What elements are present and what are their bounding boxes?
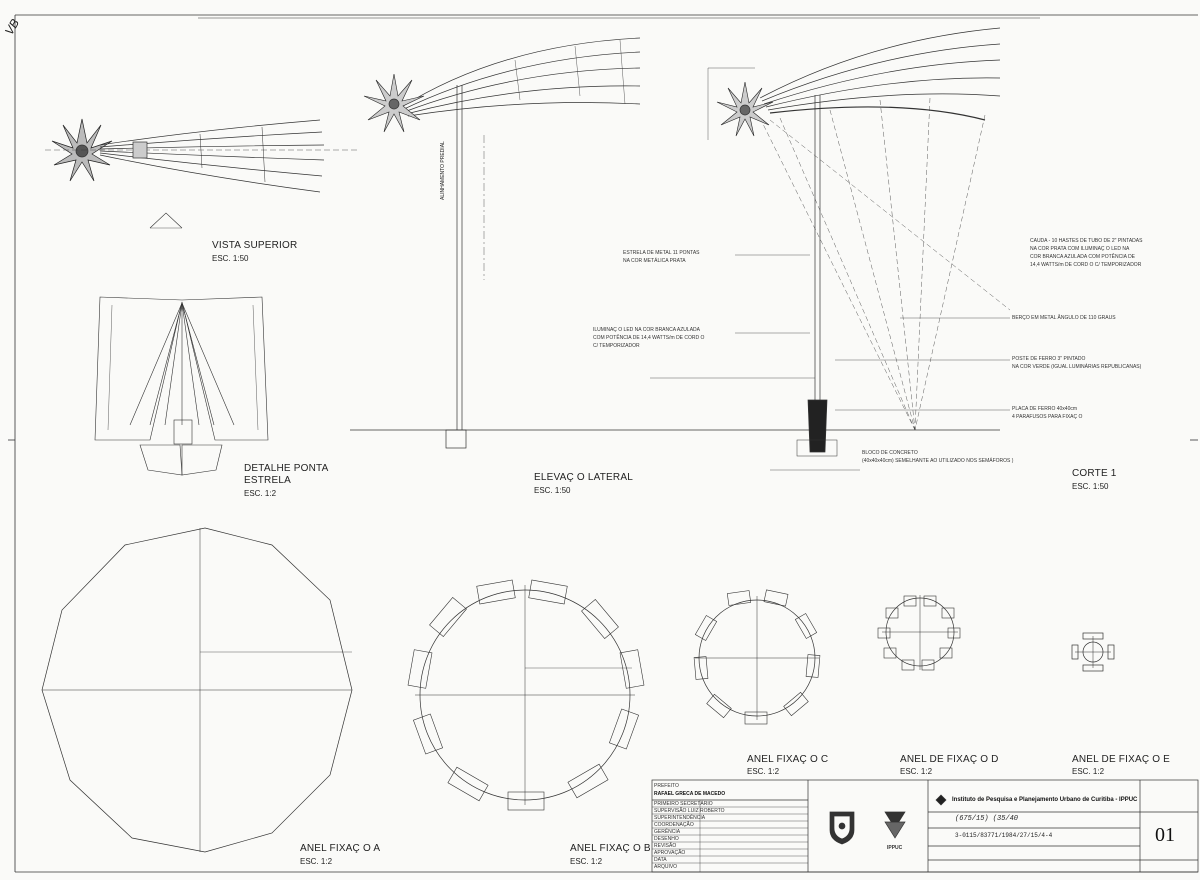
note-block-line2: (40x40x40cm) SEMELHANTE AO UTILIZADO NOS… [862,458,1014,464]
ring-b-title: ANEL FIXAÇ O B [570,843,651,854]
top-view-title: VISTA SUPERIOR [212,240,298,251]
title-block-row-2: SUPERVISÃO LUIZ ROBERTO [654,808,725,814]
drawing-code-handwritten: (675/15) (35/40 [955,815,1019,823]
ring-e-scale: ESC. 1:2 [1072,767,1105,776]
title-block-author-label: PREFEITO [654,783,679,789]
ring-c-title: ANEL FIXAÇ O C [747,754,829,765]
title-block-row-8: APROVAÇÃO [654,850,686,856]
ring-e-title: ANEL DE FIXAÇ O E [1072,754,1171,765]
section-scale: ESC. 1:50 [1072,482,1109,491]
drawing-code: 3-0115/83771/1984/27/15/4-4 [955,832,1053,839]
ring-b-scale: ESC. 1:2 [570,857,603,866]
star-icon-side [363,73,425,133]
note-pole-line1: POSTE DE FERRO 3" PINTADO [1012,356,1086,362]
institute-name: Instituto de Pesquisa e Planejamento Urb… [952,797,1138,803]
title-block-row-6: DESENHO [654,836,679,842]
title-block [651,779,1199,873]
star-icon-section [716,81,774,137]
sheet-number: 01 [1155,824,1175,846]
ring-e [1071,632,1115,672]
ippuc-logo-icon [884,811,906,839]
title-block-author: RAFAEL GRECA DE MACEDO [654,791,726,797]
side-elevation-title: ELEVAÇ O LATERAL [534,472,633,483]
institute-diamond-icon [935,794,947,806]
note-led-line3: C/ TEMPORIZADOR [593,343,640,349]
ring-c [693,589,821,725]
note-plate-line2: 4 PARAFUSOS PARA FIXAÇ O [1012,414,1083,420]
title-block-row-1: PRIMEIRO SECRETÁRIO [654,801,713,807]
ring-a-scale: ESC. 1:2 [300,857,333,866]
note-star-line1: ESTRELA DE METAL 11 PONTAS [623,250,700,256]
note-star-line2: NA COR METÁLICA PRATA [623,258,686,264]
title-block-row-4: COORDENAÇÃO [654,822,694,828]
top-view-scale: ESC. 1:50 [212,254,249,263]
note-block-line1: BLOCO DE CONCRETO [862,450,918,456]
ring-b [407,579,645,811]
star-tip-title-line1: DETALHE PONTA [244,463,329,474]
title-block-row-9: DATA [654,857,667,863]
star-tip-scale: ESC. 1:2 [244,489,277,498]
title-block-row-5: GERÊNCIA [654,829,681,835]
ring-d-scale: ESC. 1:2 [900,767,933,776]
title-block-row-10: ARQUIVO [654,864,678,870]
star-tip-detail [94,296,269,476]
note-pole-line2: NA COR VERDE (IGUAL LUMINÁRIAS REPUBLICA… [1012,364,1142,370]
ring-d [877,595,961,671]
note-plate-line1: PLACA DE FERRO 40x40cm [1012,406,1078,412]
section-title: CORTE 1 [1072,468,1117,479]
ring-a [41,527,353,853]
section-view [650,27,1011,471]
note-tail-line1: CAUDA - 10 HASTES DE TUBO DE 2" PINTADAS [1030,238,1143,244]
title-block-row-7: REVISÃO [654,843,677,849]
title-block-row-3: SUPERINTENDÊNCIA [654,815,706,821]
note-tail-line4: 14,4 WATTS/m DE CORD O C/ TEMPORIZADOR [1030,262,1142,268]
building-alignment-label: ALINHAMENTO PREDIAL [440,141,446,200]
note-led-line1: ILUMINAÇ O LED NA COR BRANCA AZULADA [593,327,700,333]
top-view [45,118,360,229]
city-crest-icon [829,811,855,845]
side-elevation [350,37,760,449]
note-bend: BERÇO EM METAL ÂNGULO DE 110 GRAUS [1012,315,1116,321]
ring-d-title: ANEL DE FIXAÇ O D [900,754,999,765]
note-tail-line2: NA COR PRATA COM ILUMINAÇ O LED NA [1030,246,1130,252]
note-led-line2: COM POTÊNCIA DE 14,4 WATTS/m DE CORD O [593,335,705,341]
side-elevation-scale: ESC. 1:50 [534,486,571,495]
star-tip-title-line2: ESTRELA [244,475,291,486]
ring-c-scale: ESC. 1:2 [747,767,780,776]
note-tail-line3: COR BRANCA AZULADA COM POTÊNCIA DE [1030,254,1136,260]
ring-a-title: ANEL FIXAÇ O A [300,843,381,854]
ippuc-logo-text: IPPUC [887,845,903,851]
